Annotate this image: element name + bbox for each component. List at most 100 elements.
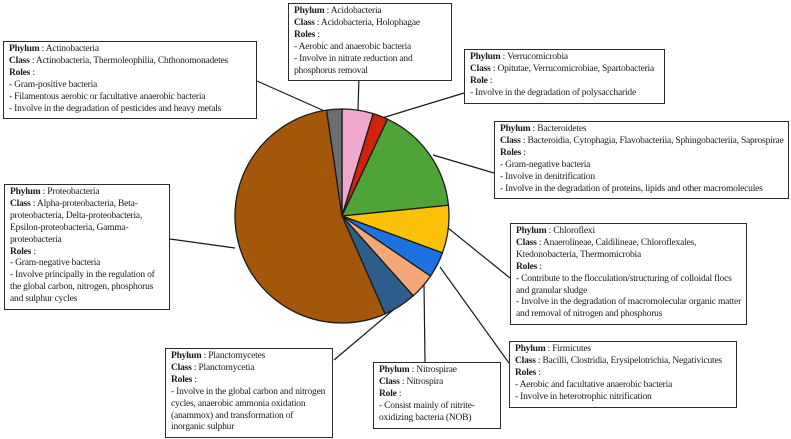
roles-label: Role <box>379 388 397 399</box>
phylum-value: Bacteroidetes <box>537 124 587 134</box>
roles-heading: Role : <box>379 389 496 401</box>
phylum-line: Phylum : Acidobacteria <box>294 6 447 18</box>
role-item: - Aerobic and facultative anaerobic bact… <box>515 379 673 390</box>
phylum-label: Phylum <box>10 187 41 197</box>
separator: : <box>30 67 35 78</box>
roles-heading: Roles : <box>294 30 447 42</box>
connector-line-nitrospirae <box>423 283 426 363</box>
phylum-line: Phylum : Bacteroidetes <box>500 124 784 136</box>
class-line: Class : Opitutae, Verrucomicrobiae, Spar… <box>470 64 660 76</box>
class-line: Class : Planctomycetia <box>171 363 328 375</box>
pie-segment-bacteroidetes <box>341 118 450 217</box>
class-line: Class : Bacilli, Clostridia, Erysipelotr… <box>515 356 732 368</box>
separator: : <box>530 124 538 134</box>
connector-line-proteobacteria <box>169 238 236 249</box>
class-label: Class <box>10 198 31 209</box>
roles-label: Roles <box>516 261 538 272</box>
class-label: Class <box>171 362 192 373</box>
separator: : <box>536 237 543 248</box>
class-line: Class : Anaerolineae, Caldilineae, Chlor… <box>516 238 742 262</box>
role-item: - Involve in the degradation of macromol… <box>516 297 742 320</box>
phylum-line: Phylum : Actinobacteria <box>9 44 252 56</box>
role-item: - Involve in the degradation of pesticid… <box>9 103 222 114</box>
separator: : <box>535 355 543 366</box>
separator: : <box>314 17 321 28</box>
separator: : <box>521 147 526 158</box>
roles-label: Roles <box>500 147 522 158</box>
role-item: - Gram-positive bacteria <box>9 79 98 90</box>
roles-label: Roles <box>515 367 537 378</box>
phylum-line: Phylum : Nitrospirae <box>379 365 496 377</box>
class-label: Class <box>500 135 521 146</box>
class-label: Class <box>515 355 536 366</box>
phylum-label: Phylum <box>470 52 501 62</box>
separator: : <box>545 344 553 354</box>
role-item: - Involve principally in the regulation … <box>10 270 155 305</box>
class-label: Class <box>9 55 30 66</box>
phylum-value: Nitrospirae <box>416 365 457 375</box>
connector-line-verrucomicrobia <box>381 92 465 119</box>
class-value: Nitrospira <box>406 376 443 387</box>
connector-line-bacteroidetes <box>432 154 495 174</box>
roles-label: Roles <box>294 29 316 40</box>
separator: : <box>537 261 542 272</box>
separator: : <box>40 187 48 197</box>
phylum-value: Chloroflexi <box>553 226 595 236</box>
role-item: - Filamentous aerobic or facultative ana… <box>9 91 206 102</box>
role-item: - Aerobic and anaerobic bacteria <box>294 41 412 52</box>
connector-line-actinobacteria <box>256 80 330 114</box>
separator: : <box>29 55 36 66</box>
separator: : <box>500 52 508 62</box>
phylum-line: Phylum : Verrucomicrobia <box>470 52 660 64</box>
role-item: - Gram-negative bacteria <box>500 159 591 170</box>
phylum-value: Acidobacteria <box>330 6 382 16</box>
separator: : <box>399 376 407 387</box>
class-label: Class <box>516 237 537 248</box>
roles-heading: Roles : <box>9 68 252 80</box>
separator: : <box>536 367 541 378</box>
separator: : <box>490 63 498 74</box>
class-value: Alpha-proteobacteria, Beta-proteobacteri… <box>10 198 143 245</box>
phylum-label: Phylum <box>9 44 40 54</box>
class-value: Acidobacteria, Holophagae <box>320 17 420 28</box>
roles-label: Roles <box>9 67 31 78</box>
separator: : <box>324 6 331 16</box>
connector-line-firmicutes <box>439 266 510 364</box>
class-line: Class : Nitrospira <box>379 377 496 389</box>
roles-heading: Roles : <box>500 148 784 160</box>
phylum-label: Phylum <box>515 344 546 354</box>
role-item: - Involve in heterotrophic nitrification <box>515 391 652 402</box>
class-value: Opitutae, Verrucomicrobiae, Spartobacter… <box>497 63 655 74</box>
separator: : <box>39 44 46 54</box>
roles-label: Role <box>470 75 488 86</box>
separator: : <box>396 388 402 399</box>
class-line: Class : Actinobacteria, Thermoleophilia,… <box>9 56 252 68</box>
class-label: Class <box>379 376 400 387</box>
pie-segment-actinobacteria <box>325 108 343 217</box>
phylum-value: Verrucomicrobia <box>507 52 568 62</box>
separator: : <box>409 365 417 375</box>
class-value: Anaerolineae, Caldilineae, Chloroflexale… <box>516 237 697 260</box>
role-item: - Involve in the degradation of polysacc… <box>470 87 636 98</box>
separator: : <box>191 362 199 373</box>
class-line: Class : Bacteroidia, Cytophagia, Flavoba… <box>500 136 784 148</box>
role-item: - Involve in the global carbon and nitro… <box>171 386 326 433</box>
class-value: Planctomycetia <box>198 362 255 373</box>
class-label: Class <box>294 17 315 28</box>
class-value: Actinobacteria, Thermoleophilia, Chthono… <box>35 55 229 66</box>
phylum-line: Phylum : Proteobacteria <box>10 187 165 199</box>
role-item: - Involve in nitrate reduction and phosp… <box>294 53 413 76</box>
separator: : <box>31 246 36 257</box>
roles-heading: Roles : <box>516 262 742 274</box>
roles-label: Roles <box>10 246 32 257</box>
roles-heading: Role : <box>470 76 660 88</box>
